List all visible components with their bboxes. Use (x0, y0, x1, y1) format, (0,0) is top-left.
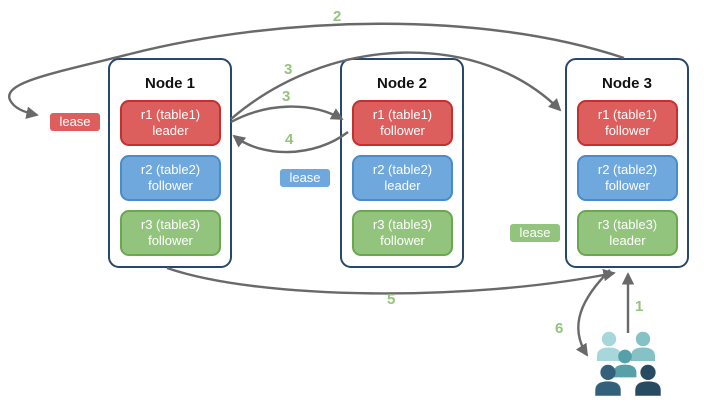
range-role: follower (605, 123, 650, 138)
node-3-range-r1: r1 (table1) follower (577, 100, 678, 146)
flow-step-5-label: 5 (387, 291, 396, 308)
range-role: leader (609, 233, 646, 248)
range-role: follower (380, 233, 425, 248)
node-3-title: Node 3 (601, 75, 652, 92)
arrow-step-3-to-node2 (230, 105, 344, 124)
node-1-range-r2: r2 (table2) follower (120, 155, 221, 201)
node-1-box: Node 1 r1 (table1) leader r2 (table2) fo… (108, 58, 232, 268)
range-label: r3 (table3) (372, 217, 433, 232)
node-2-range-r3: r3 (table3) follower (352, 210, 453, 256)
node-2-title: Node 2 (376, 75, 427, 92)
range-label: r2 (table2) (372, 162, 433, 177)
lease-badge-r3: lease (508, 222, 562, 244)
node-1-range-r3: r3 (table3) follower (120, 210, 221, 256)
range-role: leader (384, 178, 421, 193)
flow-step-3a-label: 3 (284, 61, 293, 78)
lease-label: lease (59, 114, 91, 129)
range-role: follower (148, 233, 193, 248)
range-label: r1 (table1) (140, 107, 201, 122)
arrow-step-6 (575, 269, 611, 357)
node-3-box: Node 3 r1 (table1) follower r2 (table2) … (565, 58, 689, 268)
arrow-step-5 (166, 266, 616, 295)
range-label: r1 (table1) (372, 107, 433, 122)
lease-badge-r2: lease (278, 167, 332, 189)
range-role: leader (152, 123, 189, 138)
flow-step-1-label: 1 (635, 298, 644, 315)
node-2-range-r2: r2 (table2) leader (352, 155, 453, 201)
range-label: r3 (table3) (140, 217, 201, 232)
range-label: r2 (table2) (597, 162, 658, 177)
node-2-range-r1: r1 (table1) follower (352, 100, 453, 146)
range-label: r2 (table2) (140, 162, 201, 177)
lease-badge-r1: lease (48, 111, 102, 133)
flow-step-4-label: 4 (285, 131, 294, 148)
node-1-range-r1: r1 (table1) leader (120, 100, 221, 146)
node-3-range-r2: r2 (table2) follower (577, 155, 678, 201)
node-1-title: Node 1 (144, 75, 195, 92)
lease-label: lease (289, 170, 321, 185)
flow-step-3b-label: 3 (282, 88, 291, 105)
range-role: follower (605, 178, 650, 193)
node-2-box: Node 2 r1 (table1) follower r2 (table2) … (340, 58, 464, 268)
arrow-step-2 (8, 22, 625, 119)
flow-step-2-label: 2 (333, 8, 342, 25)
range-label: r1 (table1) (597, 107, 658, 122)
flow-step-6-label: 6 (555, 320, 564, 337)
lease-label: lease (519, 225, 551, 240)
range-role: follower (380, 123, 425, 138)
range-role: follower (148, 178, 193, 193)
range-label: r3 (table3) (597, 217, 658, 232)
node-3-range-r3: r3 (table3) leader (577, 210, 678, 256)
